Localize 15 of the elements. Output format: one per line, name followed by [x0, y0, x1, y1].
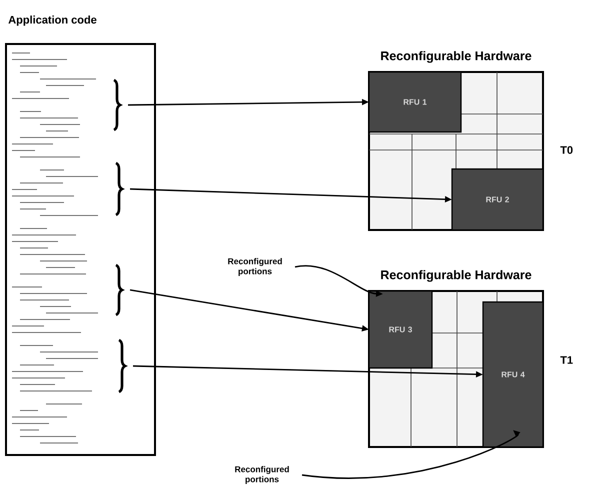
- brace: [115, 162, 124, 216]
- rfu-block: RFU 3: [368, 290, 433, 369]
- time-label: T0: [560, 146, 573, 154]
- rfu-block: RFU 4: [482, 301, 544, 448]
- brace: [115, 264, 124, 316]
- grid-heading: Reconfigurable Hardware: [381, 51, 532, 63]
- rfu-block: RFU 1: [368, 71, 462, 133]
- rfu-block: RFU 2: [451, 168, 544, 231]
- grid-heading: Reconfigurable Hardware: [381, 270, 532, 282]
- callout-text: Reconfigured portions: [235, 466, 289, 484]
- brace: [118, 338, 126, 394]
- callout-text: Reconfigured portions: [228, 258, 282, 276]
- panel-heading: Application code: [8, 16, 96, 26]
- time-label: T1: [560, 356, 573, 364]
- brace: [113, 78, 122, 132]
